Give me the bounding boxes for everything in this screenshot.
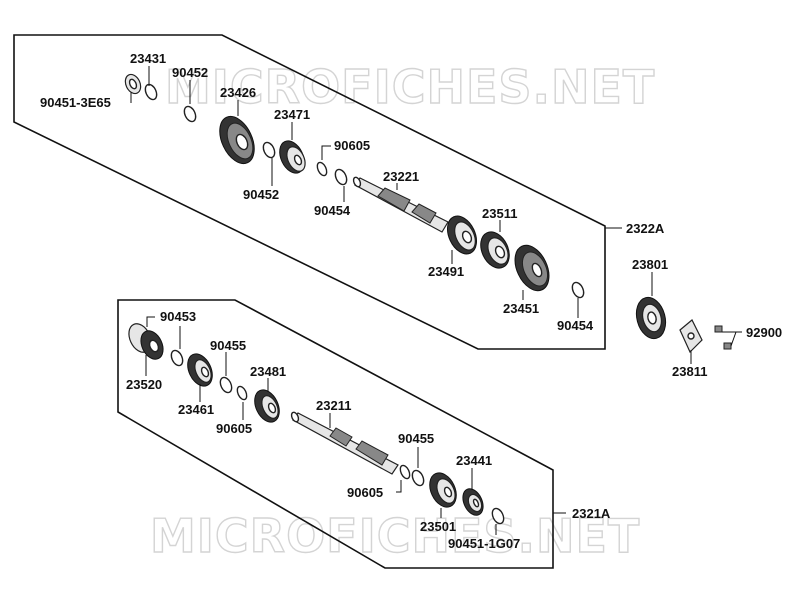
upper-assembly-frame <box>13 34 606 350</box>
shaft-23221 <box>352 176 449 233</box>
circlip-90605-c <box>399 464 411 480</box>
label-90605-c: 90605 <box>347 485 383 500</box>
washer-90451-1G07 <box>491 507 505 525</box>
watermark-bottom: MICROFICHES.NET <box>150 509 640 563</box>
label-90454-a: 90454 <box>314 203 351 218</box>
gear-23501 <box>429 472 457 508</box>
label-23481: 23481 <box>250 364 286 379</box>
gear-23451 <box>514 244 550 292</box>
gear-23481 <box>254 389 280 423</box>
label-90605-a: 90605 <box>334 138 370 153</box>
leader-lines <box>130 66 742 535</box>
washer-90454-b <box>571 281 585 299</box>
label-23811: 23811 <box>672 364 707 379</box>
label-90605-b: 90605 <box>216 421 252 436</box>
gear-23441 <box>462 488 484 516</box>
assembly-label-2321A: 2321A <box>572 506 611 521</box>
gear-23461 <box>187 353 213 387</box>
washer-90455-a <box>219 376 233 394</box>
label-90455-a: 90455 <box>210 338 246 353</box>
label-90454-b: 90454 <box>557 318 594 333</box>
gear-23426 <box>219 115 255 165</box>
washer-90455-b <box>411 469 425 487</box>
bolts-92900 <box>714 325 732 350</box>
gear-23491 <box>446 215 478 255</box>
label-23451: 23451 <box>503 301 539 316</box>
label-23461: 23461 <box>178 402 214 417</box>
gear-23471 <box>279 140 306 174</box>
label-23511: 23511 <box>482 206 517 221</box>
watermark-top: MICROFICHES.NET <box>165 60 655 114</box>
label-23520: 23520 <box>126 377 162 392</box>
label-23801: 23801 <box>632 257 668 272</box>
label-90452-a: 90452 <box>172 65 208 80</box>
ring-90452-a <box>183 105 197 123</box>
gear-23511 <box>480 231 510 269</box>
label-90453: 90453 <box>160 309 196 324</box>
washer-90454-a <box>334 168 348 186</box>
circlip-23431 <box>144 83 158 101</box>
washer-90451-3E65-hole <box>128 78 138 90</box>
circlip-90605-b <box>236 385 248 401</box>
label-23431: 23431 <box>130 51 166 66</box>
bearing-23520 <box>128 323 164 360</box>
label-23501: 23501 <box>420 519 456 534</box>
washer-90453 <box>170 349 184 367</box>
label-23426: 23426 <box>220 85 256 100</box>
label-23441: 23441 <box>456 453 492 468</box>
lower-assembly-frame <box>117 299 554 569</box>
label-23221: 23221 <box>383 169 419 184</box>
sprocket-23801 <box>635 296 667 340</box>
shaft-23211 <box>290 411 399 475</box>
label-23471: 23471 <box>274 107 310 122</box>
circlip-90605-a <box>316 161 328 177</box>
label-23491: 23491 <box>428 264 464 279</box>
plate-23811 <box>679 319 703 354</box>
label-90452-b: 90452 <box>243 187 279 202</box>
label-92900: 92900 <box>746 325 782 340</box>
ring-90452-b <box>262 141 276 159</box>
label-90451-3E65: 90451-3E65 <box>40 95 111 110</box>
assembly-label-2322A: 2322A <box>626 221 665 236</box>
label-90451-1G07: 90451-1G07 <box>448 536 520 551</box>
label-90455-b: 90455 <box>398 431 434 446</box>
label-23211: 23211 <box>316 398 351 413</box>
